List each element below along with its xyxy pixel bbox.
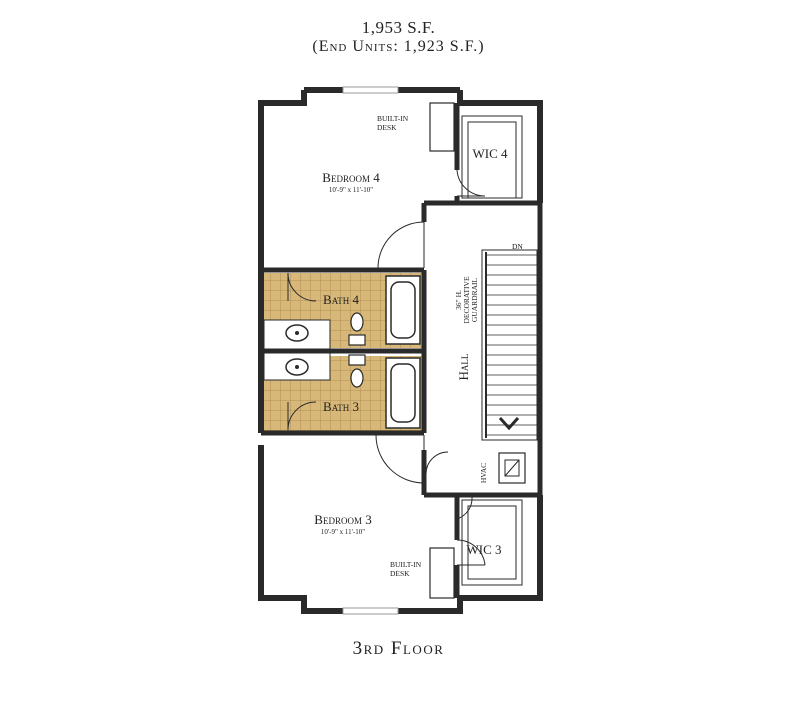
stair-treads [486,254,537,436]
bath4-label: Bath 4 [323,292,359,307]
hall-label: Hall [456,354,471,381]
closet-shelves [461,115,523,586]
desk-top-label-1: BUILT-IN [377,114,409,123]
desk-bottom-label-2: DESK [390,569,410,578]
bedroom4-dims: 10'-9" x 11'-10" [329,186,373,194]
toilet-bath4-icon [348,312,366,346]
bathtub-bath3 [385,357,421,429]
door-swings [287,169,486,566]
desk-top-label-2: DESK [377,123,397,132]
hvac-label: HVAC [479,463,488,483]
window-top [342,86,399,94]
bedroom3-dims: 10'-9" x 11'-10" [321,528,365,536]
interior-walls [261,103,543,598]
bath3-label: Bath 3 [323,399,359,414]
bedroom4-label: Bedroom 4 [322,170,380,185]
toilet-bath3-icon [348,354,366,388]
guardrail-label-3: GUARDRAIL [470,278,479,323]
end-units-label: (End Units: 1,923 S.F.) [312,38,485,55]
stair-arrow-icon [498,416,520,431]
wic3-label: WIC 3 [466,542,501,557]
sink-bath4-icon [285,324,309,342]
wic4-label: WIC 4 [472,146,508,161]
guardrail-label-2: DECORATIVE [462,276,471,323]
floor-title: 3rd Floor [352,638,445,659]
desk-bottom-label-1: BUILT-IN [390,560,422,569]
area-label: 1,953 S.F. [361,18,436,37]
hvac-symbol-icon [504,459,520,477]
guardrail-label-1: 36" H. [454,290,463,310]
built-in-desk-bottom [429,547,455,599]
bedroom3-label: Bedroom 3 [314,512,371,527]
bathtub-bath4 [385,275,421,345]
window-bottom [342,607,399,615]
sink-bath3-icon [285,358,309,376]
stair-dn-label: DN [512,242,523,251]
built-in-desk-top [429,102,455,152]
